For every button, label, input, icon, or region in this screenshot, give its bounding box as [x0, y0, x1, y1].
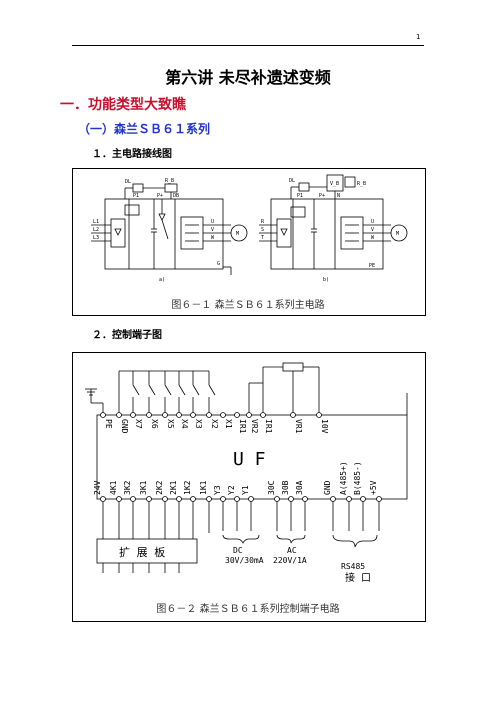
label-t: T: [261, 235, 264, 241]
rs485-label: RS485: [341, 562, 365, 571]
control-terminal-diagram: PE GND X7 X6 X5 X4 X3 X2 X1 IR1 VR2 IR1 …: [85, 362, 408, 584]
figure-1-caption: 图６－１ 森兰ＳＢ６１系列主电路: [171, 300, 325, 311]
terminal-b485: B(485-): [353, 461, 362, 495]
terminal-5v: +5V: [369, 480, 378, 495]
terminal-y1: Y1: [241, 485, 250, 495]
ac-rating: 220V/1A: [273, 556, 307, 565]
terminal-x3: X3: [194, 419, 203, 429]
label-motor-b: M: [396, 231, 399, 237]
label-pplus-a: P+: [157, 193, 163, 199]
label-l2: L2: [93, 227, 99, 233]
label-dl-a: DL: [125, 179, 131, 185]
expansion-board-label: 扩 展 板: [119, 545, 165, 559]
label-w-b: W: [371, 235, 375, 241]
terminal-a485: A(485+): [339, 461, 348, 495]
terminal-x4: X4: [180, 419, 189, 429]
label-rb-b: R_B: [357, 181, 366, 187]
terminal-3k2: 3K2: [123, 480, 132, 495]
label-u-b: U: [371, 219, 374, 225]
label-l1: L1: [93, 219, 99, 225]
section-heading: 一．功能类型大致瞧: [60, 97, 186, 113]
label-dl-b: DL: [289, 178, 295, 184]
label-p1-b: P1: [297, 193, 303, 199]
label-u-a: U: [211, 219, 214, 225]
terminal-1k2: 1K2: [183, 480, 192, 495]
terminal-gnd-top: GND: [120, 419, 129, 434]
main-circuit-diagram: DL R_B P1 P+ DB L1 L2 L3 U V W G M a) DL…: [91, 174, 408, 283]
terminal-vr1: VR1: [294, 419, 303, 434]
label-pplus-b: P+: [319, 193, 325, 199]
page-number: 1: [416, 33, 421, 41]
terminal-vr2: VR2: [250, 419, 259, 434]
page-title: 第六讲 未尽补遗述变频: [165, 68, 331, 87]
figure-control-terminals: PE GND X7 X6 X5 X4 X3 X2 X1 IR1 VR2 IR1 …: [72, 352, 426, 622]
dc-label: DC: [233, 546, 243, 555]
subsection-heading: （一）森兰ＳＢ６１系列: [78, 122, 211, 136]
terminal-x5: X5: [166, 419, 175, 429]
terminal-10v: 10V: [320, 419, 329, 434]
item-heading-control-terminals: ２．控制端子图: [92, 330, 162, 341]
terminal-30b: 30B: [281, 480, 290, 495]
label-w-a: W: [211, 235, 215, 241]
terminal-y2: Y2: [227, 485, 236, 495]
terminal-3k1: 3K1: [139, 480, 148, 495]
uf-label: U F: [233, 449, 266, 470]
terminal-2k2: 2K2: [155, 480, 164, 495]
terminal-4k1: 4K1: [109, 480, 118, 495]
terminal-ir1-a: IR1: [238, 419, 247, 434]
label-p1-a: P1: [133, 193, 139, 199]
header-rule: [72, 45, 424, 46]
label-n-b: N: [337, 193, 340, 199]
terminal-24v: 24V: [93, 480, 102, 495]
terminal-x1: X1: [224, 419, 233, 429]
figure-main-circuit: DL R_B P1 P+ DB L1 L2 L3 U V W G M a) DL…: [72, 168, 426, 316]
terminal-1k1: 1K1: [199, 480, 208, 495]
dc-rating: 30V/30mA: [225, 556, 264, 565]
label-v-b: V: [371, 227, 374, 233]
label-db-a: DB: [173, 193, 179, 199]
label-vb-b: V_B: [330, 181, 339, 187]
label-l3: L3: [93, 235, 99, 241]
figure-2-caption: 图６－２ 森兰ＳＢ６１系列控制端子电路: [156, 604, 340, 615]
label-g-a: G: [217, 261, 220, 267]
label-v-a: V: [211, 227, 214, 233]
terminal-gnd-bottom: GND: [323, 480, 332, 495]
label-sub-a: a): [159, 277, 165, 283]
terminal-y3: Y3: [213, 485, 222, 495]
terminal-30c: 30C: [267, 480, 276, 495]
label-motor-a: M: [236, 231, 239, 237]
terminal-ir1-b: IR1: [264, 419, 273, 434]
label-pe-b: PE: [369, 263, 375, 269]
terminal-2k1: 2K1: [169, 480, 178, 495]
item-heading-main-circuit: １．主电路接线图: [92, 149, 172, 160]
label-r: R: [261, 219, 265, 225]
terminal-x6: X6: [150, 419, 159, 429]
label-s: S: [261, 227, 264, 233]
label-sub-b: b): [323, 277, 329, 283]
terminal-x2: X2: [210, 419, 219, 429]
port-label: 接 口: [345, 571, 371, 584]
terminal-30a: 30A: [295, 480, 304, 495]
label-rb-a: R_B: [165, 178, 174, 184]
terminal-pe: PE: [104, 419, 113, 429]
ac-label: AC: [287, 546, 297, 555]
terminal-x7: X7: [134, 419, 143, 429]
